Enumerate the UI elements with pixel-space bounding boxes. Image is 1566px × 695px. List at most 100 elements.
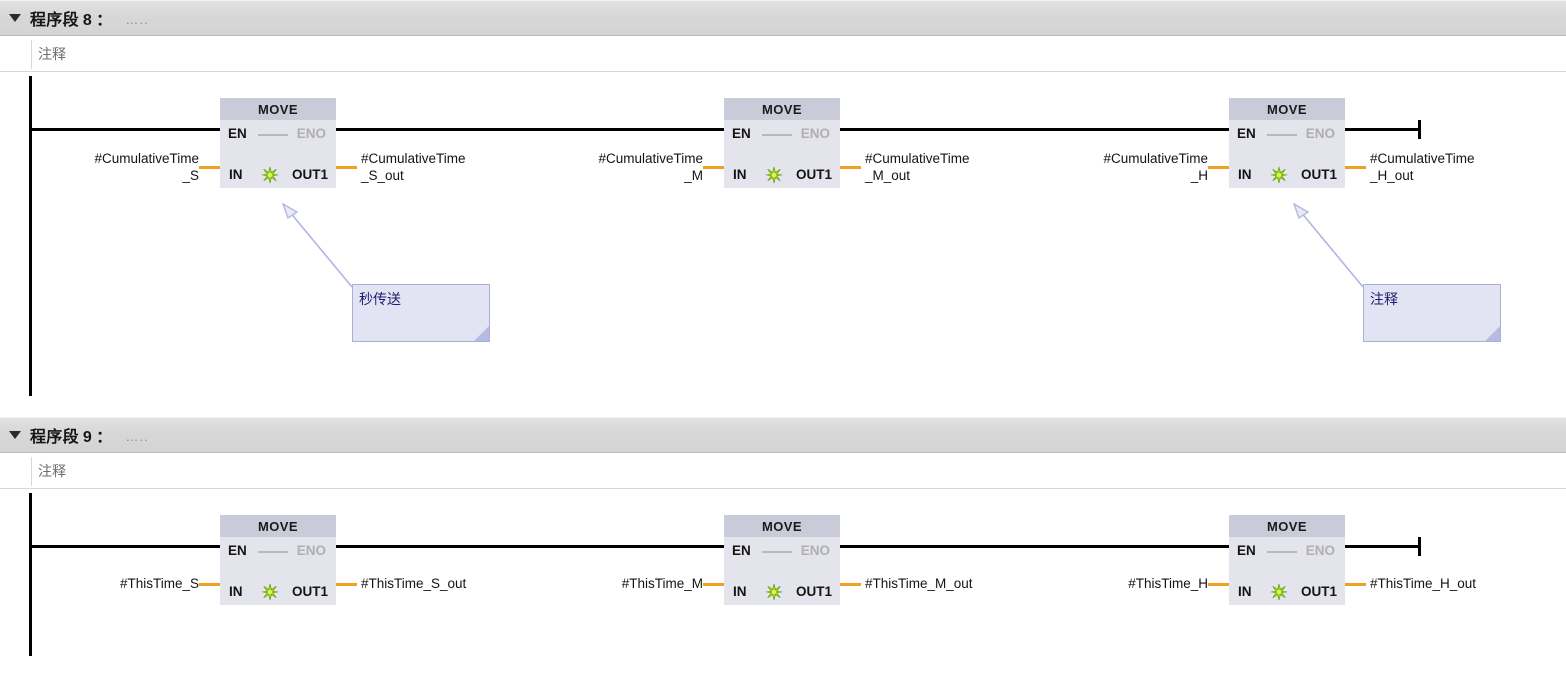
wire-out-4 [336, 583, 357, 586]
move-block-6-in-label: IN [1238, 584, 1252, 599]
operand-out-3[interactable]: #CumulativeTime _H_out [1370, 150, 1475, 184]
operand-out-1-line2: _S_out [361, 167, 466, 184]
network-9: 程序段 9 ： ….. 注释 MOVE EN ENO IN [0, 417, 1566, 663]
network-9-number: 9 [83, 429, 92, 447]
operand-out-1[interactable]: #CumulativeTime _S_out [361, 150, 466, 184]
network-8-header[interactable]: 程序段 8 ： ….. [0, 0, 1566, 36]
move-burst-icon [261, 583, 279, 601]
wire-out-1 [336, 166, 357, 169]
operand-in-4-line1: #ThisTime_S [47, 575, 199, 592]
network-9-comment-row[interactable]: 注释 [0, 453, 1566, 489]
power-rail-endcap [1418, 537, 1421, 556]
operand-in-2[interactable]: #CumulativeTime _M [551, 150, 703, 184]
move-block-2-out-label: OUT1 [796, 167, 832, 182]
move-block-5-eno-label: ENO [801, 543, 830, 558]
move-block-6-body: EN ENO IN OUT1 [1229, 537, 1345, 605]
move-block-6-en-label: EN [1237, 543, 1256, 558]
callout-comment-2[interactable]: 注释 [1363, 284, 1501, 342]
network-8-comment-text: 注释 [38, 44, 66, 64]
callout-comment-2-text: 注释 [1370, 289, 1398, 309]
move-block-6-out-label: OUT1 [1301, 584, 1337, 599]
move-block-4[interactable]: MOVE EN ENO IN OUT1 [220, 515, 336, 605]
move-block-1-eno-label: ENO [297, 126, 326, 141]
network-9-colon: ： [96, 423, 112, 447]
callout-fold-corner-icon [1485, 326, 1500, 341]
move-block-3[interactable]: MOVE EN ENO IN OUT1 [1229, 98, 1345, 188]
network-9-comment-text: 注释 [38, 461, 66, 481]
operand-out-4-line1: #ThisTime_S_out [361, 575, 466, 592]
eno-connector-line [1267, 551, 1297, 553]
network-9-title: 程序段 9 ： ….. [30, 423, 149, 447]
eno-connector-line [258, 134, 288, 136]
move-block-1-body: EN ENO IN OUT1 [220, 120, 336, 188]
network-8-colon: ： [96, 6, 112, 30]
power-rail-left [29, 76, 32, 396]
move-block-1-en-label: EN [228, 126, 247, 141]
network-9-header[interactable]: 程序段 9 ： ….. [0, 417, 1566, 453]
move-block-3-eno-label: ENO [1306, 126, 1335, 141]
network-9-title-prefix: 程序段 [30, 423, 79, 447]
move-block-5-in-label: IN [733, 584, 747, 599]
eno-connector-line [1267, 134, 1297, 136]
power-rail-left [29, 493, 32, 656]
move-block-4-eno-label: ENO [297, 543, 326, 558]
operand-in-4[interactable]: #ThisTime_S [47, 575, 199, 592]
operand-out-2-line2: _M_out [865, 167, 970, 184]
move-block-4-in-label: IN [229, 584, 243, 599]
move-block-5[interactable]: MOVE EN ENO IN OUT1 [724, 515, 840, 605]
operand-out-1-line1: #CumulativeTime [361, 150, 466, 167]
operand-in-2-line1: #CumulativeTime [551, 150, 703, 167]
operand-in-1-line1: #CumulativeTime [47, 150, 199, 167]
callout-comment-1-text: 秒传送 [359, 289, 401, 309]
move-block-3-in-label: IN [1238, 167, 1252, 182]
operand-in-1[interactable]: #CumulativeTime _S [47, 150, 199, 184]
move-block-1-title: MOVE [220, 98, 336, 120]
network-8-ladder: MOVE EN ENO IN OUT1 #Cumu [0, 72, 1566, 417]
network-8-title: 程序段 8 ： ….. [30, 6, 149, 30]
move-block-2-eno-label: ENO [801, 126, 830, 141]
network-8: 程序段 8 ： ….. 注释 MOVE EN ENO IN [0, 0, 1566, 417]
move-block-5-out-label: OUT1 [796, 584, 832, 599]
callout-fold-corner-icon [474, 326, 489, 341]
network-8-comment-row[interactable]: 注释 [0, 36, 1566, 72]
move-burst-icon [765, 583, 783, 601]
network-8-title-prefix: 程序段 [30, 6, 79, 30]
move-block-6[interactable]: MOVE EN ENO IN OUT1 [1229, 515, 1345, 605]
wire-out-6 [1345, 583, 1366, 586]
operand-in-1-line2: _S [47, 167, 199, 184]
operand-out-6[interactable]: #ThisTime_H_out [1370, 575, 1476, 592]
operand-in-3[interactable]: #CumulativeTime _H [1056, 150, 1208, 184]
chevron-down-icon [9, 431, 21, 439]
operand-in-5[interactable]: #ThisTime_M [551, 575, 703, 592]
move-block-1-out-label: OUT1 [292, 167, 328, 182]
wire-in-1 [199, 166, 220, 169]
network-9-ladder: MOVE EN ENO IN OUT1 #This [0, 489, 1566, 663]
eno-connector-line [258, 551, 288, 553]
move-block-4-en-label: EN [228, 543, 247, 558]
operand-out-3-line1: #CumulativeTime [1370, 150, 1475, 167]
network-9-collapse-toggle[interactable] [0, 431, 30, 439]
operand-out-5[interactable]: #ThisTime_M_out [865, 575, 973, 592]
callout-comment-1[interactable]: 秒传送 [352, 284, 490, 342]
move-block-2[interactable]: MOVE EN ENO IN OUT1 [724, 98, 840, 188]
network-8-collapse-toggle[interactable] [0, 14, 30, 22]
move-burst-icon [765, 166, 783, 184]
move-block-3-out-label: OUT1 [1301, 167, 1337, 182]
operand-out-3-line2: _H_out [1370, 167, 1475, 184]
move-block-3-body: EN ENO IN OUT1 [1229, 120, 1345, 188]
move-block-2-en-label: EN [732, 126, 751, 141]
network-8-title-dots: ….. [125, 12, 148, 27]
operand-in-6[interactable]: #ThisTime_H [1056, 575, 1208, 592]
operand-out-2[interactable]: #CumulativeTime _M_out [865, 150, 970, 184]
network-8-number: 8 [83, 12, 92, 30]
move-block-4-title: MOVE [220, 515, 336, 537]
move-burst-icon [261, 166, 279, 184]
wire-out-5 [840, 583, 861, 586]
wire-out-2 [840, 166, 861, 169]
move-block-1[interactable]: MOVE EN ENO IN OUT1 [220, 98, 336, 188]
operand-out-4[interactable]: #ThisTime_S_out [361, 575, 466, 592]
wire-in-4 [199, 583, 220, 586]
network-9-title-dots: ….. [125, 429, 148, 444]
move-block-2-title: MOVE [724, 98, 840, 120]
move-block-2-in-label: IN [733, 167, 747, 182]
